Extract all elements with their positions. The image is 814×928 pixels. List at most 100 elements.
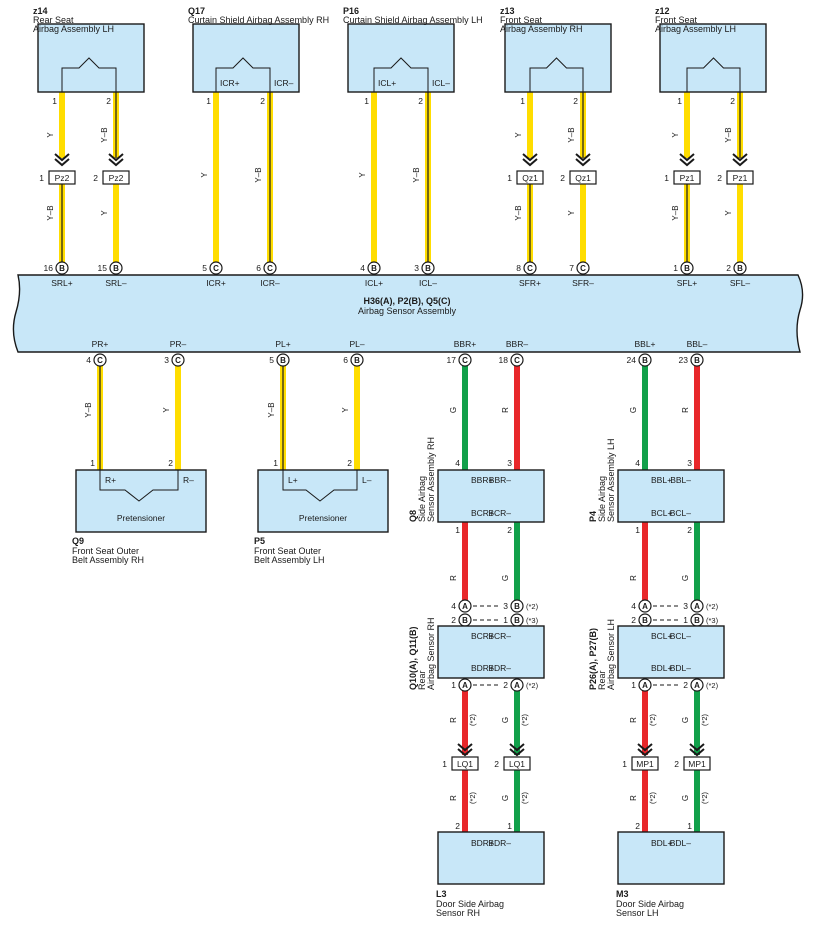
variant-note: (*2) xyxy=(706,681,719,690)
component-desc: Rear xyxy=(417,670,427,690)
pin-label: R– xyxy=(183,475,194,485)
connector-Qz1-6-label: Qz1 xyxy=(522,173,538,183)
ecu-terminal-ICL–: ICL– xyxy=(419,278,437,288)
component-desc: Front Seat Outer xyxy=(254,546,321,556)
pin-label: BDR+ xyxy=(471,838,494,848)
joint-pin-number: 2 xyxy=(683,680,688,690)
wire-color-label: G xyxy=(501,575,510,581)
ecu-pin-number: 18 xyxy=(499,355,509,365)
variant-note: (*2) xyxy=(648,713,657,726)
pin-label-ICR+: ICR+ xyxy=(220,78,240,88)
ecu-connector-C-17 xyxy=(458,353,472,367)
ecu-connector-C-6 xyxy=(263,261,277,275)
component-desc: Sensor Assembly LH xyxy=(606,438,616,522)
component-pin-number: 1 xyxy=(364,96,369,106)
wire-color-label: Y–B xyxy=(254,167,263,182)
wire-color-label: Y–B xyxy=(84,402,93,417)
ecu-connector-B-23 xyxy=(690,353,704,367)
rear-out-connector-left-letter: A xyxy=(642,681,648,690)
connector-LQ1-left-label: LQ1 xyxy=(457,759,473,769)
connector-arrow-low-left-0-a xyxy=(457,743,473,752)
joint-pin-number: 2 xyxy=(503,680,508,690)
ecu-connector-B-3 xyxy=(421,261,435,275)
device-pin-number: 2 xyxy=(507,525,512,535)
wire-color-label: G xyxy=(501,795,510,801)
joint-pin-number: 1 xyxy=(631,680,636,690)
squib-symbol-P16 xyxy=(373,57,429,92)
pretensioner-box-Q9 xyxy=(75,469,207,533)
wire-color-label: Y xyxy=(341,407,350,413)
joint-connector-left xyxy=(638,599,652,613)
ecu-pin-number: 5 xyxy=(202,263,207,273)
component-desc: Sensor LH xyxy=(616,908,659,918)
ecu-terminal-SFL–: SFL– xyxy=(730,278,751,288)
wire-color-label: G xyxy=(681,795,690,801)
component-code-Q17: Q17 xyxy=(188,6,205,16)
ecu-connector-B-5 xyxy=(276,353,290,367)
ecu-terminal-PR+: PR+ xyxy=(92,339,109,349)
squib-symbol-Q17 xyxy=(215,57,271,92)
device-pin-number: 1 xyxy=(273,458,278,468)
wire-color-label: R xyxy=(629,717,638,723)
component-desc: Sensor Assembly RH xyxy=(426,437,436,522)
connector-Qz1-7-pin-number: 2 xyxy=(560,173,565,183)
pretensioner-name: Pretensioner xyxy=(299,513,347,523)
connector-arrow-7-b xyxy=(575,158,591,167)
connector-LQ1-left xyxy=(451,756,479,771)
component-pin-number: 1 xyxy=(677,96,682,106)
device-pin-number: 2 xyxy=(455,821,460,831)
pin-label: BCL+ xyxy=(651,508,673,518)
ecu-connector-C-3-letter: C xyxy=(175,356,181,365)
pin-label: BDL– xyxy=(670,663,692,673)
ecu-connector-B-24 xyxy=(638,353,652,367)
ecu-connector-C-18 xyxy=(510,353,524,367)
rear-out-connector-right xyxy=(690,678,704,692)
connector-arrow-8-b xyxy=(679,158,695,167)
device-pin-number: 2 xyxy=(168,458,173,468)
ecu-pin-number: 6 xyxy=(256,263,261,273)
joint-connector-right-letter: A xyxy=(694,602,700,611)
connector-LQ1-right-label: LQ1 xyxy=(509,759,525,769)
variant-note: (*2) xyxy=(520,713,529,726)
device-pin-number: 1 xyxy=(687,821,692,831)
component-code-z13: z13 xyxy=(500,6,515,16)
ecu-connector-B-2-letter: B xyxy=(737,264,743,273)
wire-color-label: Y xyxy=(162,407,171,413)
wire-color-label: Y xyxy=(671,132,680,138)
component-code-rear: Q10(A), Q11(B) xyxy=(408,626,418,690)
pin-label: L– xyxy=(362,475,372,485)
connector-LQ1-right xyxy=(503,756,531,771)
joint-pin-number: 3 xyxy=(683,601,688,611)
connector-MP1-left-pin-number: 1 xyxy=(622,759,627,769)
component-code-L3: L3 xyxy=(436,889,447,899)
joint-pin-number: 4 xyxy=(451,601,456,611)
component-pin-number: 2 xyxy=(260,96,265,106)
joint-connector-right xyxy=(690,599,704,613)
wire-color-label: Y xyxy=(567,210,576,216)
component-pin-number: 2 xyxy=(106,96,111,106)
device-pin-number: 1 xyxy=(507,821,512,831)
door-side-airbag-sensor-box-M3 xyxy=(617,831,725,885)
wire-color-label: G xyxy=(681,575,690,581)
component-code-z12: z12 xyxy=(655,6,670,16)
variant-note: (*2) xyxy=(700,713,709,726)
wire-color-label: Y xyxy=(514,132,523,138)
connector-Qz1-6-pin-number: 1 xyxy=(507,173,512,183)
wire-color-label: Y–B xyxy=(514,205,523,220)
variant-note: (*2) xyxy=(526,602,539,611)
rear-airbag-sensor-box-1 xyxy=(617,625,725,679)
connector-Qz1-7 xyxy=(569,170,597,185)
top-component-box-z14 xyxy=(37,23,145,93)
component-desc: Sensor RH xyxy=(436,908,480,918)
joint-connector-left-letter: A xyxy=(462,602,468,611)
rear-out-connector-left xyxy=(638,678,652,692)
ecu-connector-B-4-letter: B xyxy=(371,264,377,273)
connector-MP1-right xyxy=(683,756,711,771)
variant-note: (*2) xyxy=(468,791,477,804)
rear-out-connector-left xyxy=(458,678,472,692)
wire-color-label: Y xyxy=(100,210,109,216)
device-pin-number: 1 xyxy=(455,525,460,535)
device-pin-number: 2 xyxy=(347,458,352,468)
ecu-terminal-ICR–: ICR– xyxy=(260,278,280,288)
